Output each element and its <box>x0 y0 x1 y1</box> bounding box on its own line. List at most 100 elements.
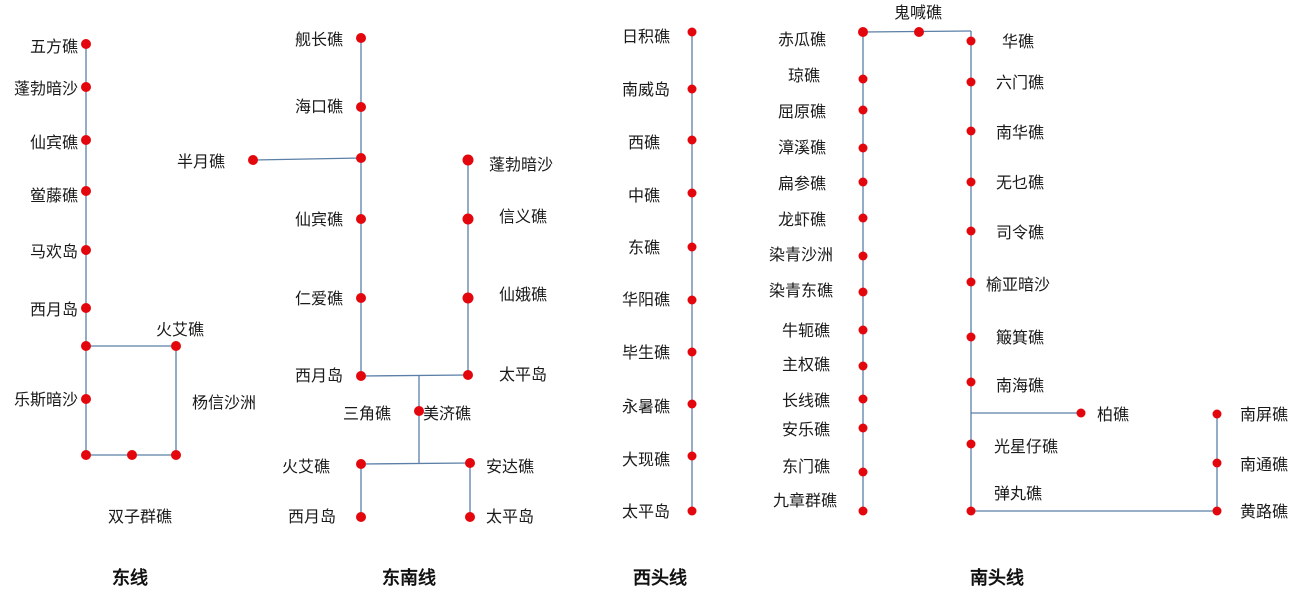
node-dot[interactable] <box>171 341 181 351</box>
reef-label: 琼礁 <box>788 66 820 85</box>
se-connector <box>360 374 469 377</box>
reef-label: 毕生礁 <box>622 343 670 362</box>
node-dot[interactable] <box>966 377 976 387</box>
node-dot[interactable] <box>1212 409 1222 419</box>
title-east: 东线 <box>112 567 148 589</box>
node-dot[interactable] <box>858 251 868 261</box>
node-dot[interactable] <box>356 214 366 224</box>
reef-label: 榆亚暗沙 <box>986 275 1050 294</box>
node-dot[interactable] <box>414 406 424 416</box>
node-dot[interactable] <box>81 394 91 404</box>
reef-label: 五方礁 <box>30 37 78 56</box>
node-dot[interactable] <box>914 27 924 37</box>
node-dot[interactable] <box>966 506 976 516</box>
reef-label: 安乐礁 <box>782 420 830 439</box>
node-dot[interactable] <box>81 303 91 313</box>
reef-label: 太平岛 <box>499 365 547 384</box>
junction-dot[interactable] <box>81 341 91 351</box>
node-dot[interactable] <box>966 439 976 449</box>
node-dot[interactable] <box>463 370 473 380</box>
node-dot[interactable] <box>687 347 697 357</box>
reef-label: 仙娥礁 <box>499 285 547 304</box>
reef-label: 长线礁 <box>782 391 830 410</box>
reef-label: 鬼喊礁 <box>894 3 942 22</box>
node-dot[interactable] <box>687 188 697 198</box>
title-south-head: 南头线 <box>970 567 1024 589</box>
node-dot[interactable] <box>81 39 91 49</box>
node-dot[interactable] <box>81 135 91 145</box>
reef-label: 马欢岛 <box>30 242 78 261</box>
reef-label: 日积礁 <box>622 27 670 46</box>
node-dot[interactable] <box>356 512 366 522</box>
reef-label: 仁爱礁 <box>295 289 343 308</box>
node-dot[interactable] <box>356 293 366 303</box>
node-dot[interactable] <box>858 325 868 335</box>
reef-label: 龙虾礁 <box>778 210 826 229</box>
node-dot[interactable] <box>127 450 137 460</box>
node-dot[interactable] <box>462 154 474 166</box>
node-dot[interactable] <box>356 102 366 112</box>
node-dot[interactable] <box>687 451 697 461</box>
node-dot[interactable] <box>858 143 868 153</box>
node-dot[interactable] <box>966 126 976 136</box>
reef-label: 弹丸礁 <box>994 484 1042 503</box>
node-dot[interactable] <box>687 84 697 94</box>
junction-dot[interactable] <box>81 450 91 460</box>
reef-label: 永暑礁 <box>622 397 670 416</box>
node-dot[interactable] <box>858 394 868 404</box>
node-dot[interactable] <box>858 74 868 84</box>
node-dot[interactable] <box>81 245 91 255</box>
reef-label: 西礁 <box>628 133 660 152</box>
node-dot[interactable] <box>462 213 474 225</box>
se-side-branch <box>252 157 362 161</box>
node-dot[interactable] <box>966 77 976 87</box>
reef-label: 西月岛 <box>295 366 343 385</box>
node-dot[interactable] <box>966 177 976 187</box>
reef-label: 蓬勃暗沙 <box>489 155 553 174</box>
node-dot[interactable] <box>81 186 91 196</box>
reef-label: 光星仔礁 <box>994 437 1058 456</box>
node-dot[interactable] <box>858 27 868 37</box>
node-dot[interactable] <box>81 82 91 92</box>
node-dot[interactable] <box>356 371 366 381</box>
node-dot[interactable] <box>966 332 976 342</box>
junction-dot[interactable] <box>171 450 181 460</box>
node-dot[interactable] <box>687 295 697 305</box>
node-dot[interactable] <box>687 506 697 516</box>
reef-label: 火艾礁 <box>282 457 330 476</box>
reef-label: 仙宾礁 <box>295 210 343 229</box>
junction-dot[interactable] <box>356 153 366 163</box>
node-dot[interactable] <box>858 213 868 223</box>
reef-label: 太平岛 <box>486 507 534 526</box>
reef-label: 东门礁 <box>782 457 830 476</box>
reef-label: 赤瓜礁 <box>778 30 826 49</box>
node-dot[interactable] <box>1212 506 1222 516</box>
node-dot[interactable] <box>858 467 868 477</box>
node-dot[interactable] <box>687 399 697 409</box>
node-dot[interactable] <box>465 458 475 468</box>
node-dot[interactable] <box>858 506 868 516</box>
node-dot[interactable] <box>1212 458 1222 468</box>
reef-label: 黄路礁 <box>1240 502 1288 521</box>
node-dot[interactable] <box>465 512 475 522</box>
node-dot[interactable] <box>858 287 868 297</box>
node-dot[interactable] <box>1076 408 1086 418</box>
node-dot[interactable] <box>356 459 366 469</box>
reef-label: 南华礁 <box>996 123 1044 142</box>
node-dot[interactable] <box>462 292 474 304</box>
node-dot[interactable] <box>687 242 697 252</box>
node-dot[interactable] <box>248 155 258 165</box>
node-dot[interactable] <box>966 226 976 236</box>
node-dot[interactable] <box>687 135 697 145</box>
reef-label: 三角礁 <box>343 404 391 423</box>
node-dot[interactable] <box>858 105 868 115</box>
reef-label: 南屏礁 <box>1240 405 1288 424</box>
node-dot[interactable] <box>687 27 697 37</box>
node-dot[interactable] <box>858 423 868 433</box>
reef-label: 信义礁 <box>499 207 547 226</box>
node-dot[interactable] <box>966 36 976 46</box>
node-dot[interactable] <box>858 177 868 187</box>
node-dot[interactable] <box>356 33 366 43</box>
node-dot[interactable] <box>966 277 976 287</box>
node-dot[interactable] <box>858 361 868 371</box>
